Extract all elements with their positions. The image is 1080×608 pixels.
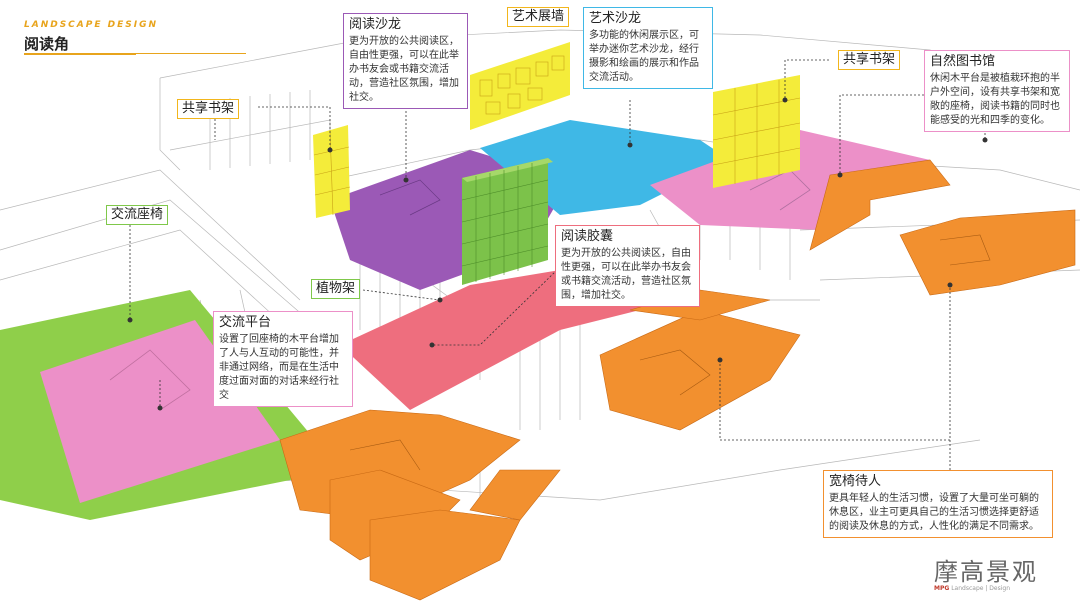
callout-wide-bench: 宽椅待人 更具年轻人的生活习惯，设置了大量可坐可躺的休息区，业主可更具自己的生活… [823,470,1053,538]
callout-nature-library-body: 休闲木平台是被植栽环抱的半户外空间，设有共享书架和宽敞的座椅，阅读书籍的同时也能… [930,73,1060,126]
callout-reading-capsule-body: 更为开放的公共阅读区，自由性更强，可以在此举办书友会或书籍交流活动，营造社区氛围… [561,248,691,301]
callout-reading-salon-title: 阅读沙龙 [349,17,402,32]
label-shared-shelf-left: 共享书架 [177,99,240,119]
callout-wide-bench-title: 宽椅待人 [829,474,882,489]
header-subtitle: LANDSCAPE DESIGN [24,20,159,30]
label-shared-shelf-right: 共享书架 [838,50,901,70]
callout-exchange-platform-title: 交流平台 [219,315,272,330]
orange-decks [279,159,1076,601]
nature-library-area [650,130,930,230]
callout-art-salon-body: 多功能的休闲展示区，可举办迷你艺术沙龙，经行摄影和绘画的展示和作品交流活动。 [589,30,699,83]
shared-shelf-left [313,125,351,218]
header-underline-thin [136,53,246,54]
watermark-logo-text: 摩高景观 [934,558,1038,586]
label-art-wall: 艺术展墙 [507,7,570,27]
watermark-brand: MPG [934,585,950,592]
label-exchange-bench: 交流座椅 [106,205,169,225]
callout-reading-salon-body: 更为开放的公共阅读区，自由性更强，可以在此举办书友会或书籍交流活动，营造社区氛围… [349,36,459,103]
header-underline [24,53,136,55]
callout-reading-salon: 阅读沙龙 更为开放的公共阅读区，自由性更强，可以在此举办书友会或书籍交流活动，营… [343,13,468,109]
callout-wide-bench-body: 更具年轻人的生活习惯，设置了大量可坐可躺的休息区，业主可更具自己的生活习惯选择更… [829,493,1039,532]
callout-exchange-platform-body: 设置了回座椅的木平台增加了人与人互动的可能性，并非通过网络，而是在生活中度过面对… [219,334,339,401]
callout-nature-library-title: 自然图书馆 [930,54,996,69]
callout-art-salon-title: 艺术沙龙 [589,11,642,26]
watermark-tagline: Landscape | Design [951,585,1011,592]
watermark-subtext: MPG Landscape | Design [934,585,1010,592]
leader-dots [127,97,988,411]
callout-art-salon: 艺术沙龙 多功能的休闲展示区，可举办迷你艺术沙龙，经行摄影和绘画的展示和作品交流… [583,7,713,89]
callout-exchange-platform: 交流平台 设置了回座椅的木平台增加了人与人互动的可能性，并非通过网络，而是在生活… [213,311,353,407]
plant-rack [461,158,553,285]
callout-reading-capsule: 阅读胶囊 更为开放的公共阅读区，自由性更强，可以在此举办书友会或书籍交流活动，营… [555,225,700,307]
art-wall [470,42,570,130]
page-title: 阅读角 [24,35,70,53]
callout-nature-library: 自然图书馆 休闲木平台是被植栽环抱的半户外空间，设有共享书架和宽敞的座椅，阅读书… [924,50,1070,132]
callout-reading-capsule-title: 阅读胶囊 [561,229,614,244]
shared-shelf-right [712,75,801,188]
label-plant-rack: 植物架 [311,279,361,299]
